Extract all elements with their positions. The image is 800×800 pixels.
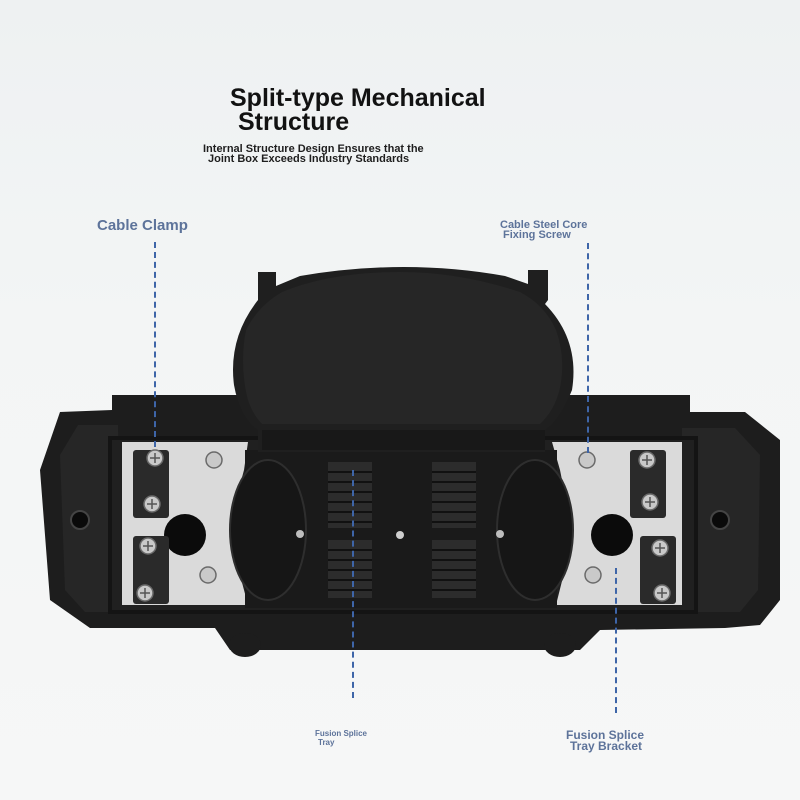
splice-tray-label-line2: Tray — [318, 738, 335, 747]
cable-clamp-leader — [154, 242, 156, 447]
cable-clamp-label: Cable Clamp — [97, 217, 188, 234]
screw-icon — [199, 566, 217, 584]
tray-bracket-leader — [615, 568, 617, 713]
mount-hole-icon — [710, 510, 730, 530]
screw-icon — [584, 566, 602, 584]
screw-icon — [578, 451, 596, 469]
cable-hole-icon — [591, 514, 633, 556]
bracket-label-line1: Fusion Splice — [566, 728, 645, 742]
steel-core-screw-leader — [587, 243, 589, 453]
subtitle-line2: Joint Box Exceeds Industry Standards — [208, 153, 410, 165]
screw-icon — [205, 451, 223, 469]
mount-hole-icon — [70, 510, 90, 530]
page-title-line2: Structure — [238, 108, 350, 136]
splice-tray-label-line1: Fusion Splice — [315, 729, 368, 738]
page-title: Split-type Mechanical — [230, 84, 486, 112]
bracket-label-line2: Tray Bracket — [570, 739, 643, 753]
subtitle-line1: Internal Structure Design Ensures that t… — [203, 143, 424, 155]
steel-core-label-line1: Cable Steel Core — [500, 219, 588, 231]
steel-core-label-line2: Fixing Screw — [503, 229, 571, 241]
cable-hole-icon — [164, 514, 206, 556]
splice-tray-leader — [352, 470, 354, 698]
